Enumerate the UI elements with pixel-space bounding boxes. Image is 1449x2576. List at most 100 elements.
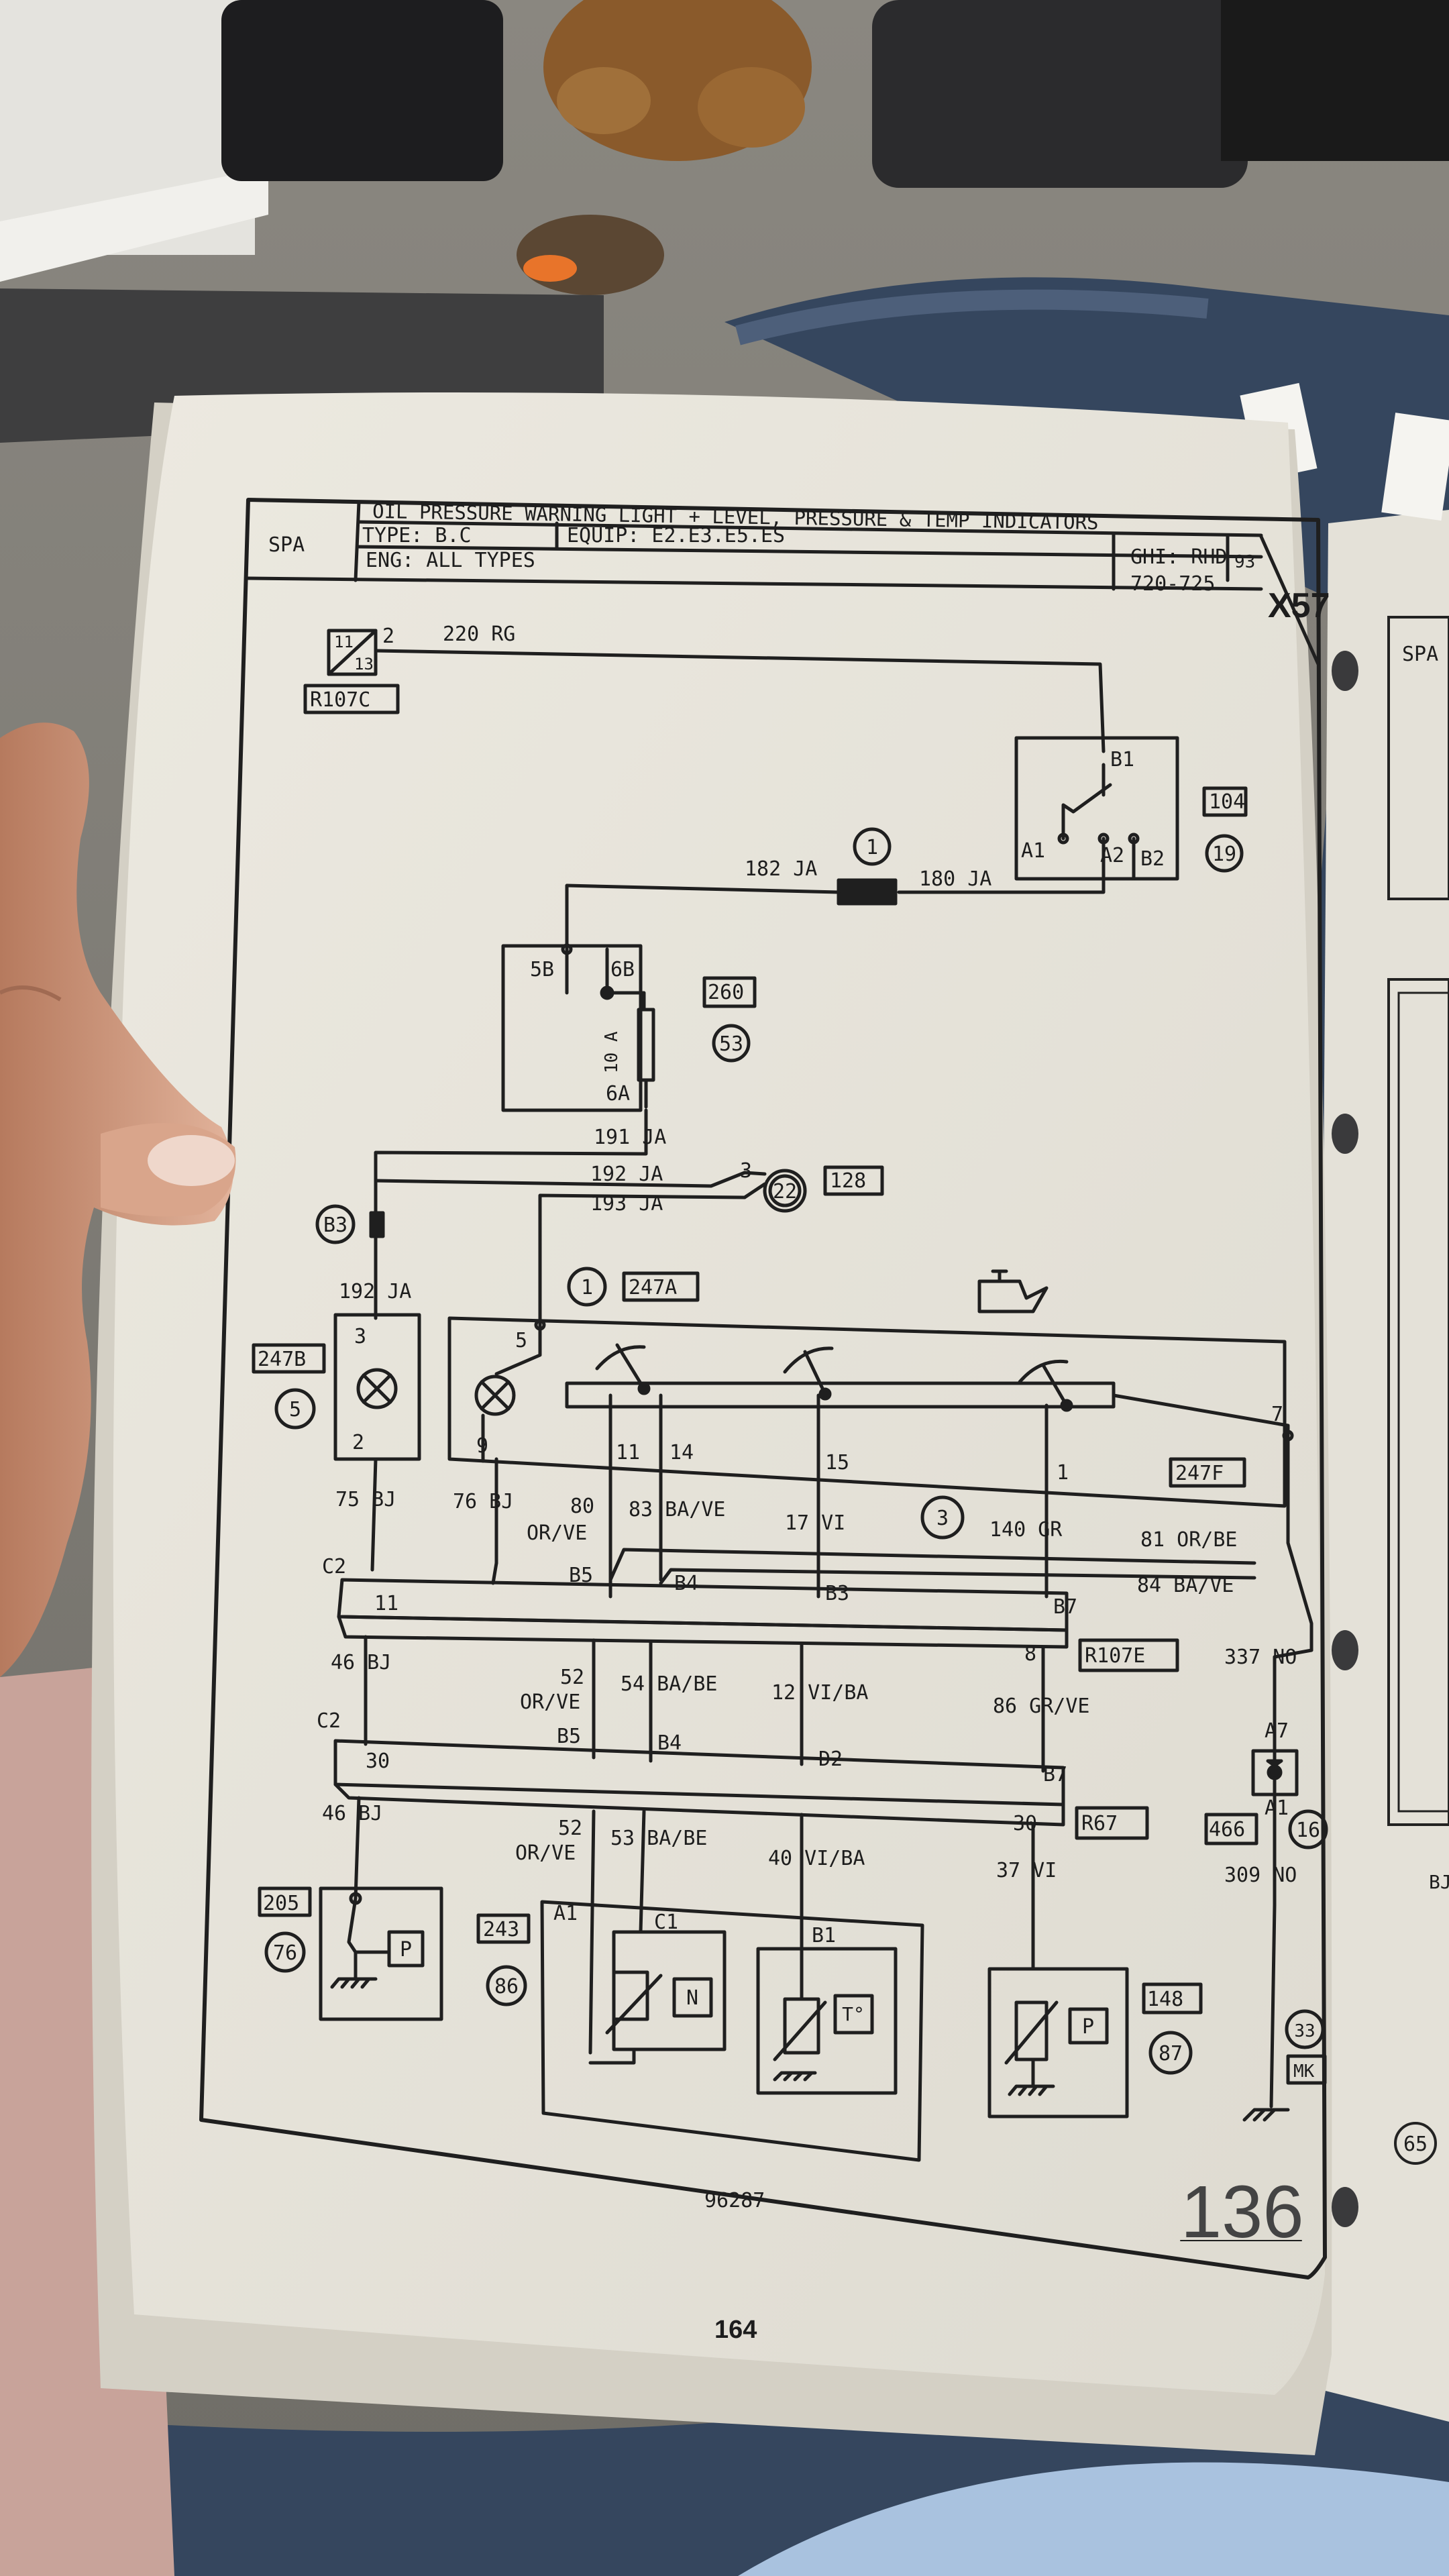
lamp-circle: 5 [289, 1398, 301, 1421]
wire-40-label: 40 VI/BA [768, 1847, 865, 1870]
header-sheet: 93 [1234, 552, 1255, 572]
wire-80b-label: OR/VE [527, 1521, 587, 1545]
wire-180-label: 180 JA [919, 867, 991, 891]
fuse-ref: 260 [708, 981, 744, 1004]
r107e-right-pin: 8 [1024, 1642, 1036, 1666]
wire-37-label: 37 VI [996, 1859, 1057, 1882]
wire-83-label: 83 BA/VE [629, 1498, 726, 1521]
c128-circle: 22 [773, 1180, 797, 1203]
cluster-247f [447, 1316, 1287, 1508]
lamp-pin-top: 3 [354, 1325, 366, 1348]
sensor-205 [319, 1886, 443, 2021]
sensor148-ref: 148 [1147, 1988, 1183, 2011]
r107e-c2: C2 [322, 1555, 346, 1578]
switch-104 [1014, 736, 1179, 881]
wire-182 [565, 883, 841, 951]
connector-b3 [369, 1211, 385, 1238]
wire-191-label: 191 JA [594, 1126, 666, 1149]
r67-b7: B7 [1043, 1763, 1067, 1786]
header-equip: EQUIP: E2.E3.E5.ES [567, 524, 785, 547]
cluster-pin-11: 11 [616, 1441, 640, 1464]
thumbnail [148, 1135, 235, 1186]
wire-140-label: 140 GR [989, 1518, 1063, 1542]
switch-b2: B2 [1140, 847, 1165, 871]
cluster-pin-7: 7 [1271, 1403, 1283, 1426]
switch-ref: 104 [1209, 790, 1245, 814]
right-page [1315, 510, 1449, 2422]
fuse-rating: 10 A [602, 1031, 622, 1073]
page-number: 164 [714, 2316, 757, 2344]
sensor243-b1: B1 [812, 1924, 836, 1947]
wire-84-label: 84 BA/VE [1137, 1574, 1234, 1597]
oil-can-icon [977, 1279, 1049, 1313]
switch-a1: A1 [1021, 839, 1045, 863]
sensor243-c1: C1 [654, 1911, 678, 1934]
r107c-pin-out: 2 [382, 625, 394, 648]
sensor243-circle: 86 [494, 1975, 519, 1998]
skirting-board [0, 168, 268, 282]
sensor-243 [540, 1900, 924, 2162]
header-section: X57 [1268, 586, 1330, 625]
wire-53-label: 53 BA/BE [610, 1827, 708, 1850]
b3-label: B3 [323, 1214, 347, 1237]
r67-b5: B5 [557, 1725, 581, 1748]
stand [1221, 0, 1449, 161]
wire-337-label: 337 NO [1224, 1646, 1297, 1669]
cluster-pin-9: 9 [476, 1434, 488, 1458]
wire-182-label: 182 JA [745, 857, 817, 881]
drawing-number: 96287 [704, 2189, 765, 2212]
header-range: 720-725 [1130, 572, 1215, 596]
hand [0, 722, 236, 1677]
r107e-b5: B5 [569, 1564, 593, 1587]
r107e-left-pin: 11 [374, 1592, 398, 1615]
toy-duck [517, 215, 664, 295]
sensor148-sym: P [1082, 2015, 1094, 2039]
wire-86-label: 86 GR/VE [993, 1695, 1090, 1718]
black-bag-right [872, 0, 1248, 188]
wire-193-label: 193 JA [590, 1192, 663, 1216]
wire-54-label: 54 BA/BE [621, 1672, 718, 1696]
switch-b1: B1 [1110, 748, 1134, 771]
wire-76-label: 76 BJ [453, 1490, 513, 1513]
wire-220-label: 220 RG [443, 623, 515, 646]
sensor205-circle: 76 [273, 1941, 297, 1965]
ground-label: MK [1293, 2061, 1315, 2082]
sensor243-a1: A1 [553, 1902, 578, 1925]
sensor243-sym1: N [686, 1986, 698, 2010]
sensor243-sym2: T° [842, 2003, 865, 2025]
wire-81-label: 81 OR/BE [1140, 1528, 1238, 1552]
binding-hole [1332, 2187, 1358, 2227]
binding-hole [1332, 1630, 1358, 1670]
wire-52d-label: OR/VE [515, 1841, 576, 1865]
diode-a7: A7 [1265, 1719, 1289, 1743]
right-page-fragment: BJ/ [1429, 1871, 1449, 1893]
sensor205-ref: 205 [263, 1892, 299, 1915]
r67-ref: R67 [1081, 1812, 1118, 1835]
diode-ref: 466 [1209, 1818, 1245, 1841]
wire-12-label: 12 VI/BA [771, 1681, 869, 1705]
r107c-label: R107C [310, 688, 370, 712]
switch-circle: 19 [1212, 843, 1236, 866]
r107e-b7: B7 [1053, 1595, 1077, 1619]
header-ghi: GHI: RHD [1130, 545, 1228, 569]
sleeve [738, 2462, 1449, 2576]
r107c-pin-a: 11 [334, 633, 354, 651]
r107e-b3: B3 [825, 1582, 849, 1605]
header-code: SPA [268, 533, 305, 557]
r67-d2: D2 [818, 1748, 843, 1771]
sensor148-circle: 87 [1159, 2042, 1183, 2065]
diode-a1: A1 [1265, 1796, 1289, 1820]
fuse-circle: 53 [719, 1032, 743, 1056]
wire-52c-label: 52 [558, 1817, 582, 1840]
frame [199, 498, 1327, 2279]
right-page-ground: 65 [1403, 2133, 1428, 2156]
wire-192a-label: 192 JA [590, 1163, 663, 1186]
r67-b4: B4 [657, 1731, 682, 1755]
wire-75-label: 75 BJ [335, 1488, 396, 1511]
lamp-ref: 247B [258, 1348, 306, 1371]
r67-c2: C2 [317, 1709, 341, 1733]
sensor205-sym: P [400, 1938, 412, 1962]
wire-17-label: 17 VI [785, 1511, 845, 1535]
splice-circle: 1 [866, 836, 878, 859]
